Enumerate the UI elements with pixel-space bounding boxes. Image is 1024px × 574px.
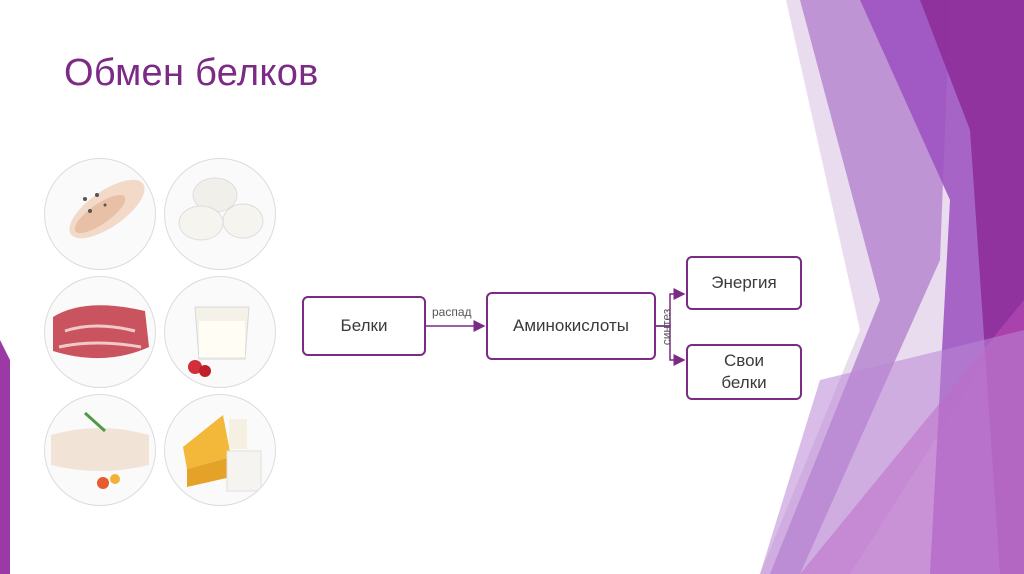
raw-meat-image bbox=[44, 276, 156, 388]
fish-fillet-image bbox=[44, 394, 156, 506]
cheese-image bbox=[164, 394, 276, 506]
chicken-breast-image bbox=[44, 158, 156, 270]
node-own-proteins: Свои белки bbox=[686, 344, 802, 400]
page-title: Обмен белков bbox=[64, 52, 319, 94]
milk-image bbox=[164, 276, 276, 388]
node-energy: Энергия bbox=[686, 256, 802, 310]
node-amino-acids: Аминокислоты bbox=[486, 292, 656, 360]
purple-shape-mid bbox=[770, 0, 950, 574]
edge-label-synthesis: синтез bbox=[659, 308, 674, 346]
arrow-to-own-proteins bbox=[656, 325, 686, 366]
left-edge-purple-strip bbox=[0, 340, 10, 574]
eggs-image bbox=[164, 158, 276, 270]
edge-label-breakdown: распад bbox=[432, 305, 472, 319]
purple-shape-tint bbox=[760, 330, 1024, 574]
node-proteins: Белки bbox=[302, 296, 426, 356]
